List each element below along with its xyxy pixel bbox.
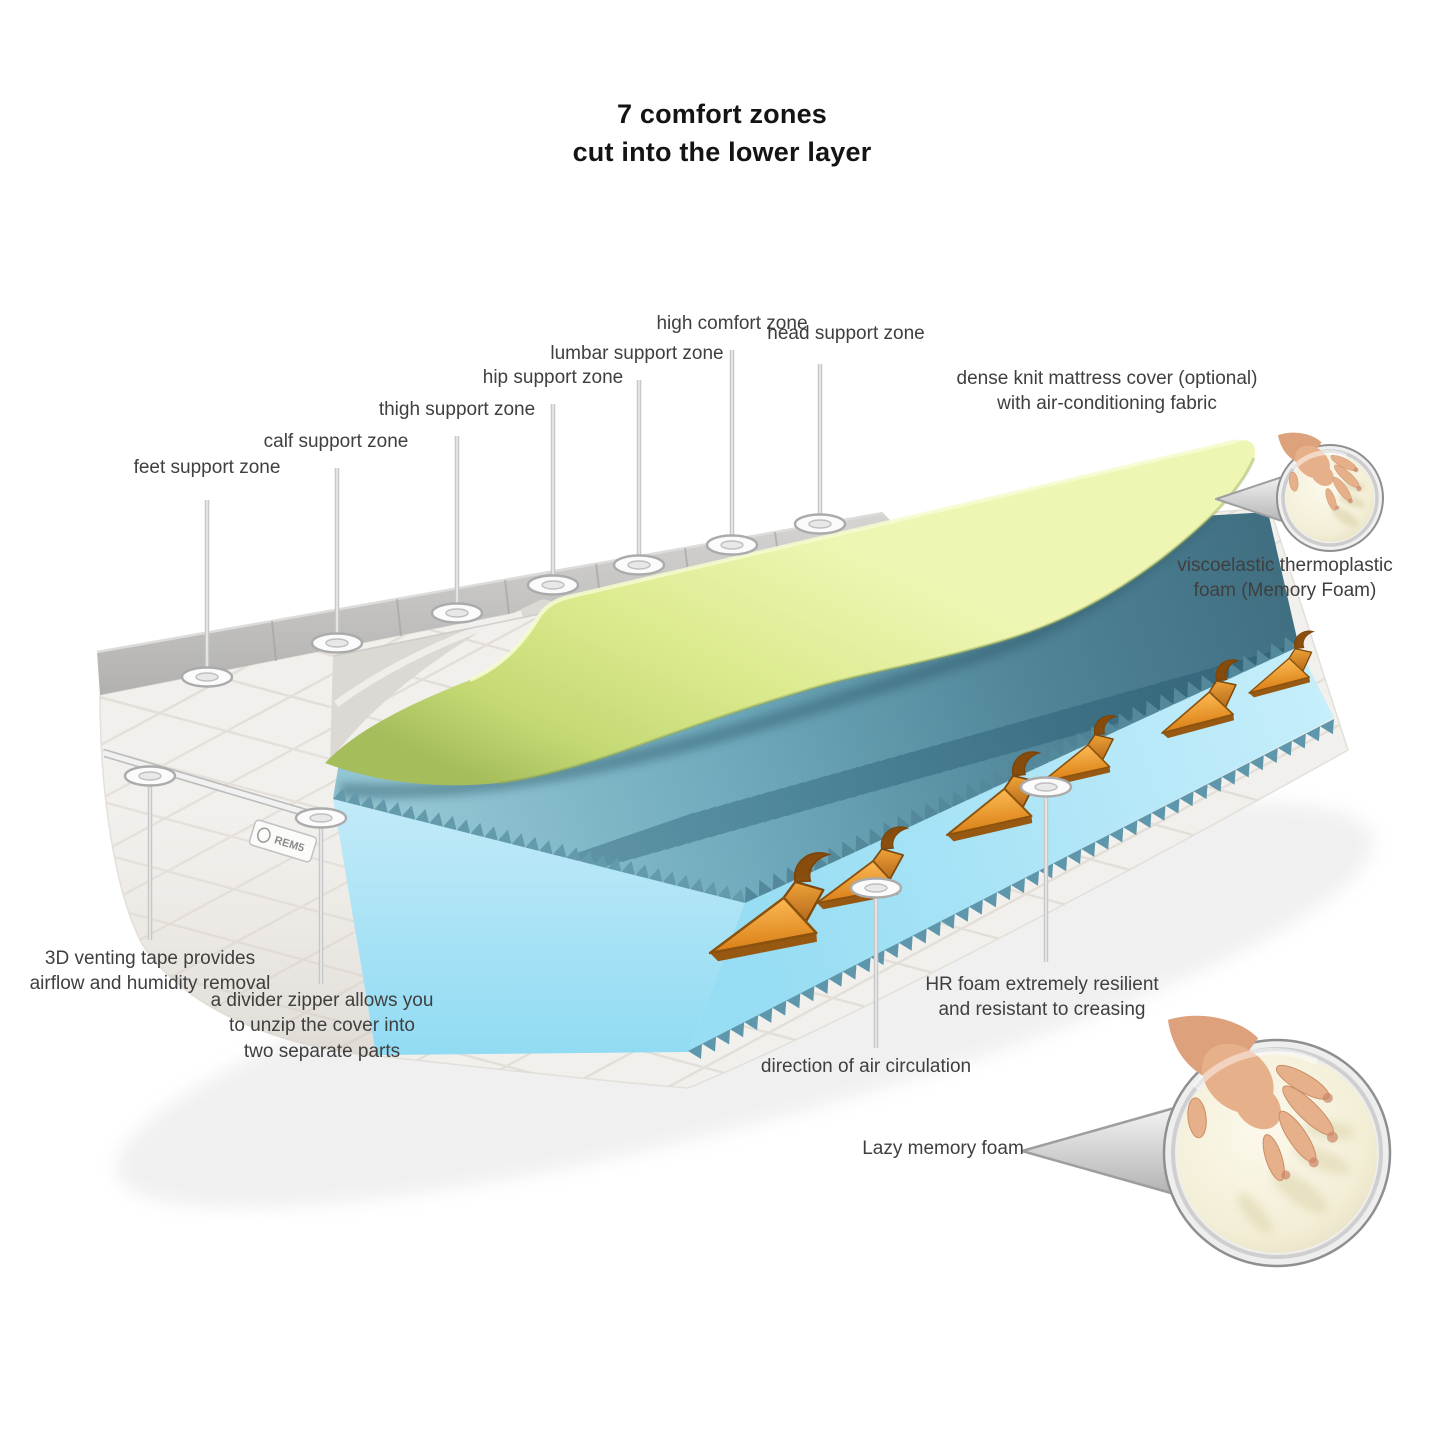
pin-marker-head (793, 364, 847, 535)
zone-label-calf: calf support zone (263, 431, 409, 452)
corrugation-teeth (333, 636, 1334, 1059)
memory-foam-layer (325, 439, 1256, 786)
pin-marker-hip (526, 404, 580, 596)
label-dense-knit-cover: dense knit mattress cover (optional) wit… (956, 368, 1258, 415)
label-air-circulation: direction of air circulation (760, 1056, 972, 1077)
page-title: 7 comfort zones cut into the lower layer (572, 99, 872, 167)
magnifier-memory-foam-small (1215, 428, 1384, 552)
zone-label-thigh: thigh support zone (378, 399, 536, 420)
zone-separators (271, 531, 780, 662)
pin-marker-thigh (430, 436, 484, 624)
label-viscoelastic-foam: viscoelastic thermoplastic foam (Memory … (1177, 555, 1393, 602)
label-venting-tape: 3D venting tape provides airflow and hum… (29, 948, 271, 995)
cover-cut-edge (330, 599, 561, 762)
pin-marker-high-comfort (705, 350, 759, 556)
hr-foam-end-face (333, 798, 745, 1055)
label-lazy-memory-foam: Lazy memory foam (862, 1138, 1024, 1159)
label-divider-zipper: a divider zipper allows you to unzip the… (210, 990, 434, 1062)
brand-tag: REM5 (248, 819, 318, 863)
zone-label-head: head support zone (767, 323, 925, 344)
zone-label-high-comfort: high comfort zone (656, 313, 808, 334)
zone-label-hip: hip support zone (482, 367, 624, 388)
pin-marker-hr-foam (1019, 776, 1073, 962)
pin-marker-venting-tape (123, 765, 177, 940)
pin-marker-feet (180, 500, 234, 688)
zone-pins (123, 350, 1073, 1048)
pin-marker-air-circulation (849, 877, 903, 1048)
pin-marker-divider-zipper (294, 807, 348, 984)
magnifier-memory-foam-large (1020, 1005, 1392, 1268)
pin-marker-calf (310, 468, 364, 654)
hr-foam-front-face (688, 646, 1334, 1052)
zone-label-lumbar: lumbar support zone (550, 343, 724, 364)
pin-marker-lumbar (612, 380, 666, 576)
label-hr-foam: HR foam extremely resilient and resistan… (925, 974, 1159, 1021)
zone-label-feet: feet support zone (133, 457, 281, 478)
cover-top-band (96, 511, 905, 695)
